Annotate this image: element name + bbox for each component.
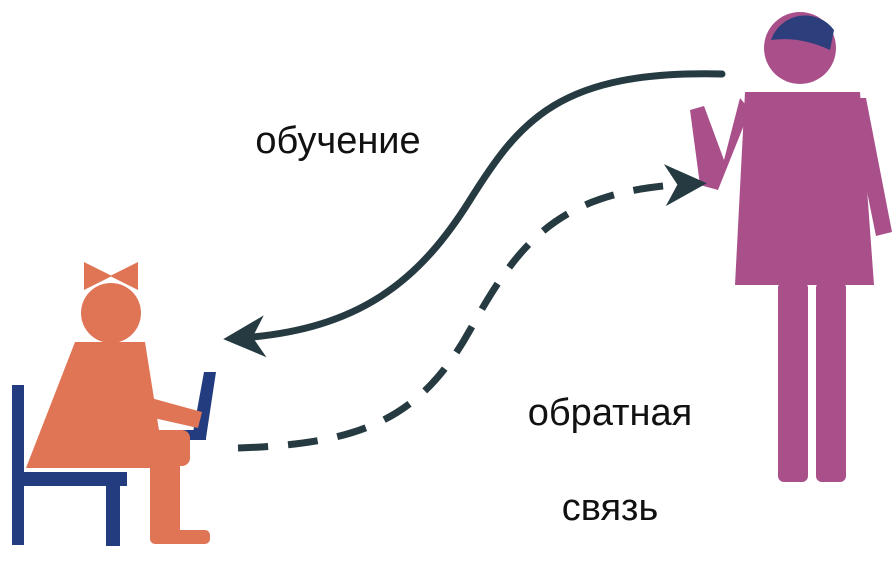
feedback-arrow bbox=[237, 164, 707, 452]
learning-feedback-diagram bbox=[12, 12, 892, 546]
student-icon bbox=[12, 262, 216, 546]
bow-icon bbox=[84, 262, 112, 290]
chair-icon bbox=[12, 385, 127, 546]
feedback-label-line-2: связь bbox=[561, 486, 659, 529]
learning-arrow bbox=[223, 70, 726, 358]
feedback-label-line-1: обратная bbox=[527, 391, 693, 434]
teacher-icon bbox=[690, 12, 892, 482]
hat-icon bbox=[771, 15, 834, 50]
feedback-label: обратная связь bbox=[492, 342, 728, 580]
learning-label: обучение bbox=[255, 120, 421, 162]
